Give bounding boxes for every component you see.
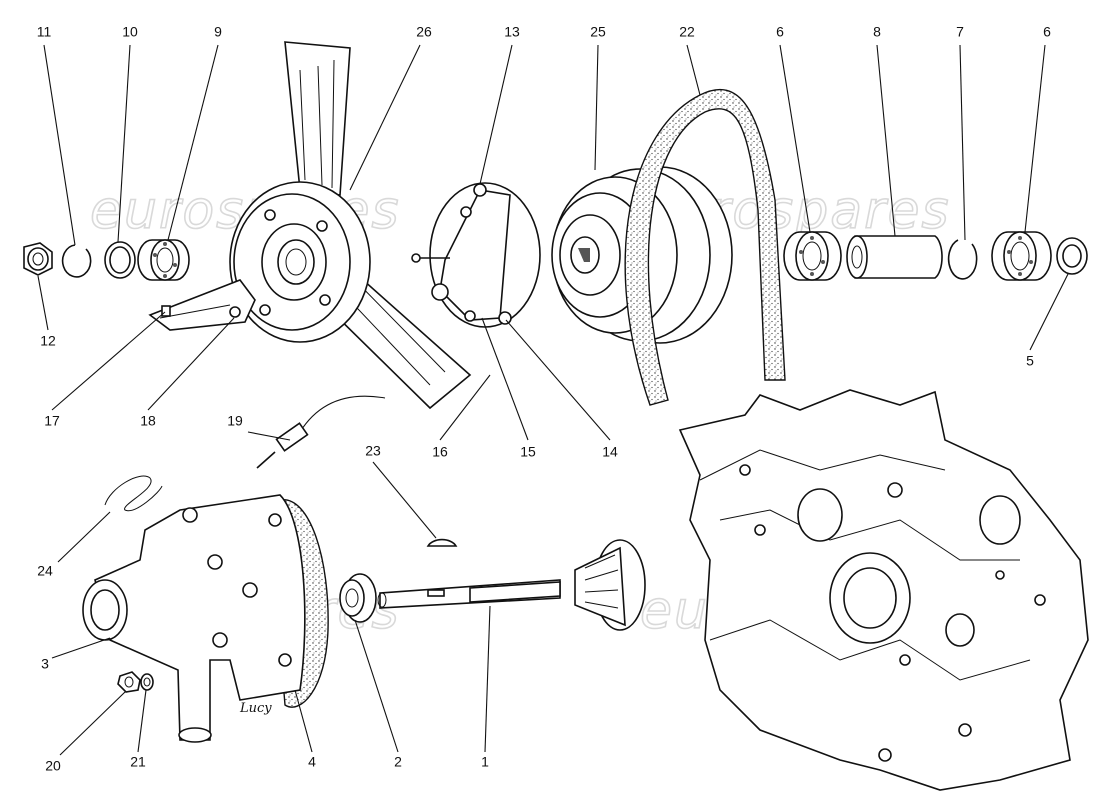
part-clip-24 (104, 475, 163, 512)
callout-16: 16 (432, 444, 448, 460)
part-pump-body-3: Lucy (82, 494, 329, 743)
callout-4: 4 (308, 754, 316, 770)
part-nut-12 (23, 242, 53, 276)
part-bearing-6-left (783, 231, 842, 281)
part-sensor-19 (256, 395, 386, 469)
callout-5: 5 (1026, 353, 1034, 369)
callout-2: 2 (394, 754, 402, 770)
callout-18: 18 (140, 413, 156, 429)
callout-22: 22 (679, 24, 695, 40)
engine-block (678, 389, 1089, 791)
leader-lines (37, 44, 1069, 756)
part-seal-2 (339, 573, 377, 623)
callout-23: 23 (365, 443, 381, 459)
part-key-23 (426, 538, 458, 547)
part-spacer-8 (846, 235, 943, 279)
callout-11: 11 (37, 24, 52, 40)
callout-10: 10 (122, 24, 138, 40)
callout-3: 3 (41, 656, 49, 672)
part-bearing-6-right (991, 231, 1052, 281)
callout-26: 26 (416, 24, 432, 40)
callout-labels: 11 10 9 26 13 25 22 6 8 7 6 5 12 17 18 1… (37, 24, 1051, 774)
callout-17: 17 (44, 413, 60, 429)
part-circlip-11 (61, 244, 92, 278)
part-seal-5 (1056, 237, 1088, 275)
callout-15: 15 (520, 444, 536, 460)
callout-6-right: 6 (1043, 24, 1051, 40)
part-nut-washer-20-21 (117, 671, 154, 693)
part-plate-13 (411, 182, 541, 328)
part-belt-22 (624, 89, 786, 406)
callout-14: 14 (602, 444, 618, 460)
part-circlip-7 (947, 239, 978, 280)
callout-20: 20 (45, 758, 61, 774)
part-bracket-17-18 (148, 279, 256, 331)
callout-25: 25 (590, 24, 606, 40)
callout-21: 21 (130, 754, 146, 770)
part-shaft-impeller-1 (377, 539, 646, 631)
callout-6-left: 6 (776, 24, 784, 40)
callout-24: 24 (37, 563, 53, 579)
callout-19: 19 (227, 413, 243, 429)
part-fan-hub-26 (229, 41, 472, 410)
callout-13: 13 (504, 24, 520, 40)
callout-1: 1 (481, 754, 489, 770)
callout-9: 9 (214, 24, 222, 40)
callout-12: 12 (40, 333, 56, 349)
callout-7: 7 (956, 24, 964, 40)
artist-signature: Lucy (239, 701, 272, 716)
part-washer-10 (104, 241, 136, 279)
part-bearing-9 (137, 239, 190, 281)
callout-8: 8 (873, 24, 881, 40)
